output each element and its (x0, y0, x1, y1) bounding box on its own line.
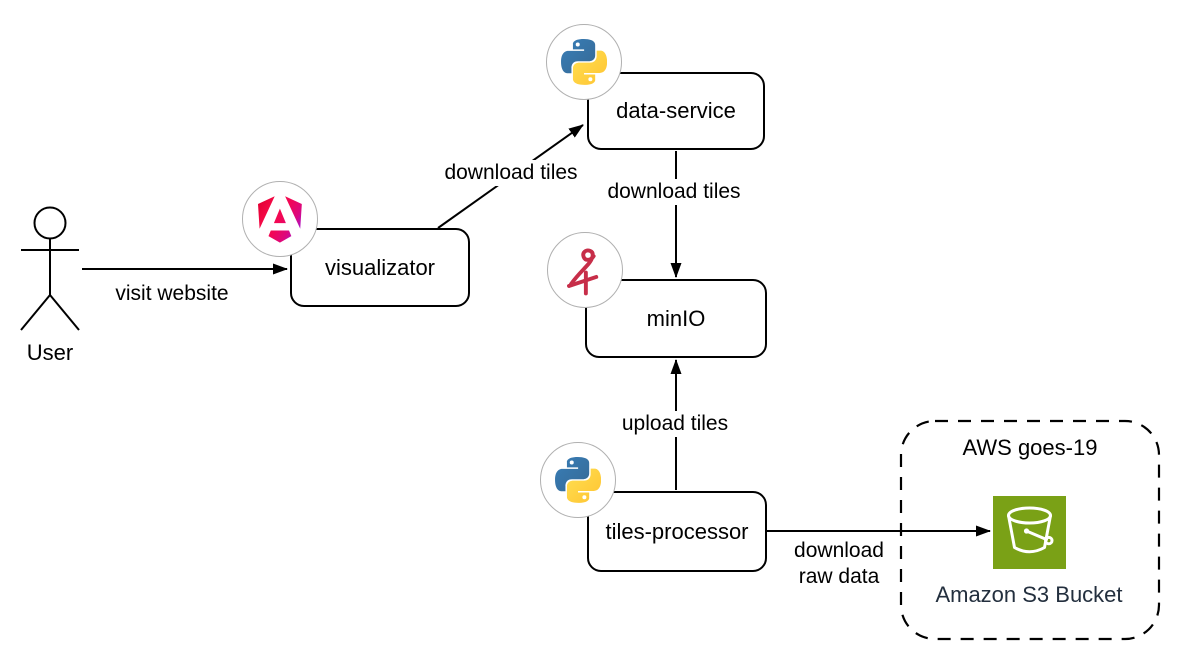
python-icon (540, 442, 616, 518)
edge-label-download-raw-data-line1: download (794, 539, 884, 562)
node-visualizator: visualizator (290, 228, 470, 307)
node-minio-label: minIO (646, 305, 706, 331)
node-visualizator-label: visualizator (324, 254, 436, 280)
edge-label-download-raw-data-line2: raw data (798, 565, 880, 589)
angular-icon (242, 181, 318, 257)
edge-label-download-raw-data: download raw data (778, 538, 900, 591)
aws-group-label: AWS goes-19 (962, 435, 1098, 460)
user-actor-label: User (26, 340, 74, 365)
user-actor-figure (20, 206, 80, 331)
aws-group-border (899, 419, 1161, 641)
s3-bucket-icon (993, 496, 1066, 569)
node-data-service-label: data-service (616, 98, 736, 123)
edge-label-visit-website: visit website (115, 282, 229, 305)
python-icon (546, 24, 622, 100)
node-tiles-processor-label: tiles-processor (605, 518, 749, 544)
minio-flamingo-icon (547, 232, 623, 308)
edge-label-upload-tiles: upload tiles (610, 411, 740, 438)
node-data-service: data-service (587, 72, 765, 150)
node-tiles-processor: tiles-processor (587, 491, 767, 572)
edge-label-download-tiles-web: download tiles (433, 160, 589, 187)
s3-bucket-label: Amazon S3 Bucket (935, 582, 1123, 607)
edge-label-download-tiles-storage: download tiles (596, 179, 752, 206)
